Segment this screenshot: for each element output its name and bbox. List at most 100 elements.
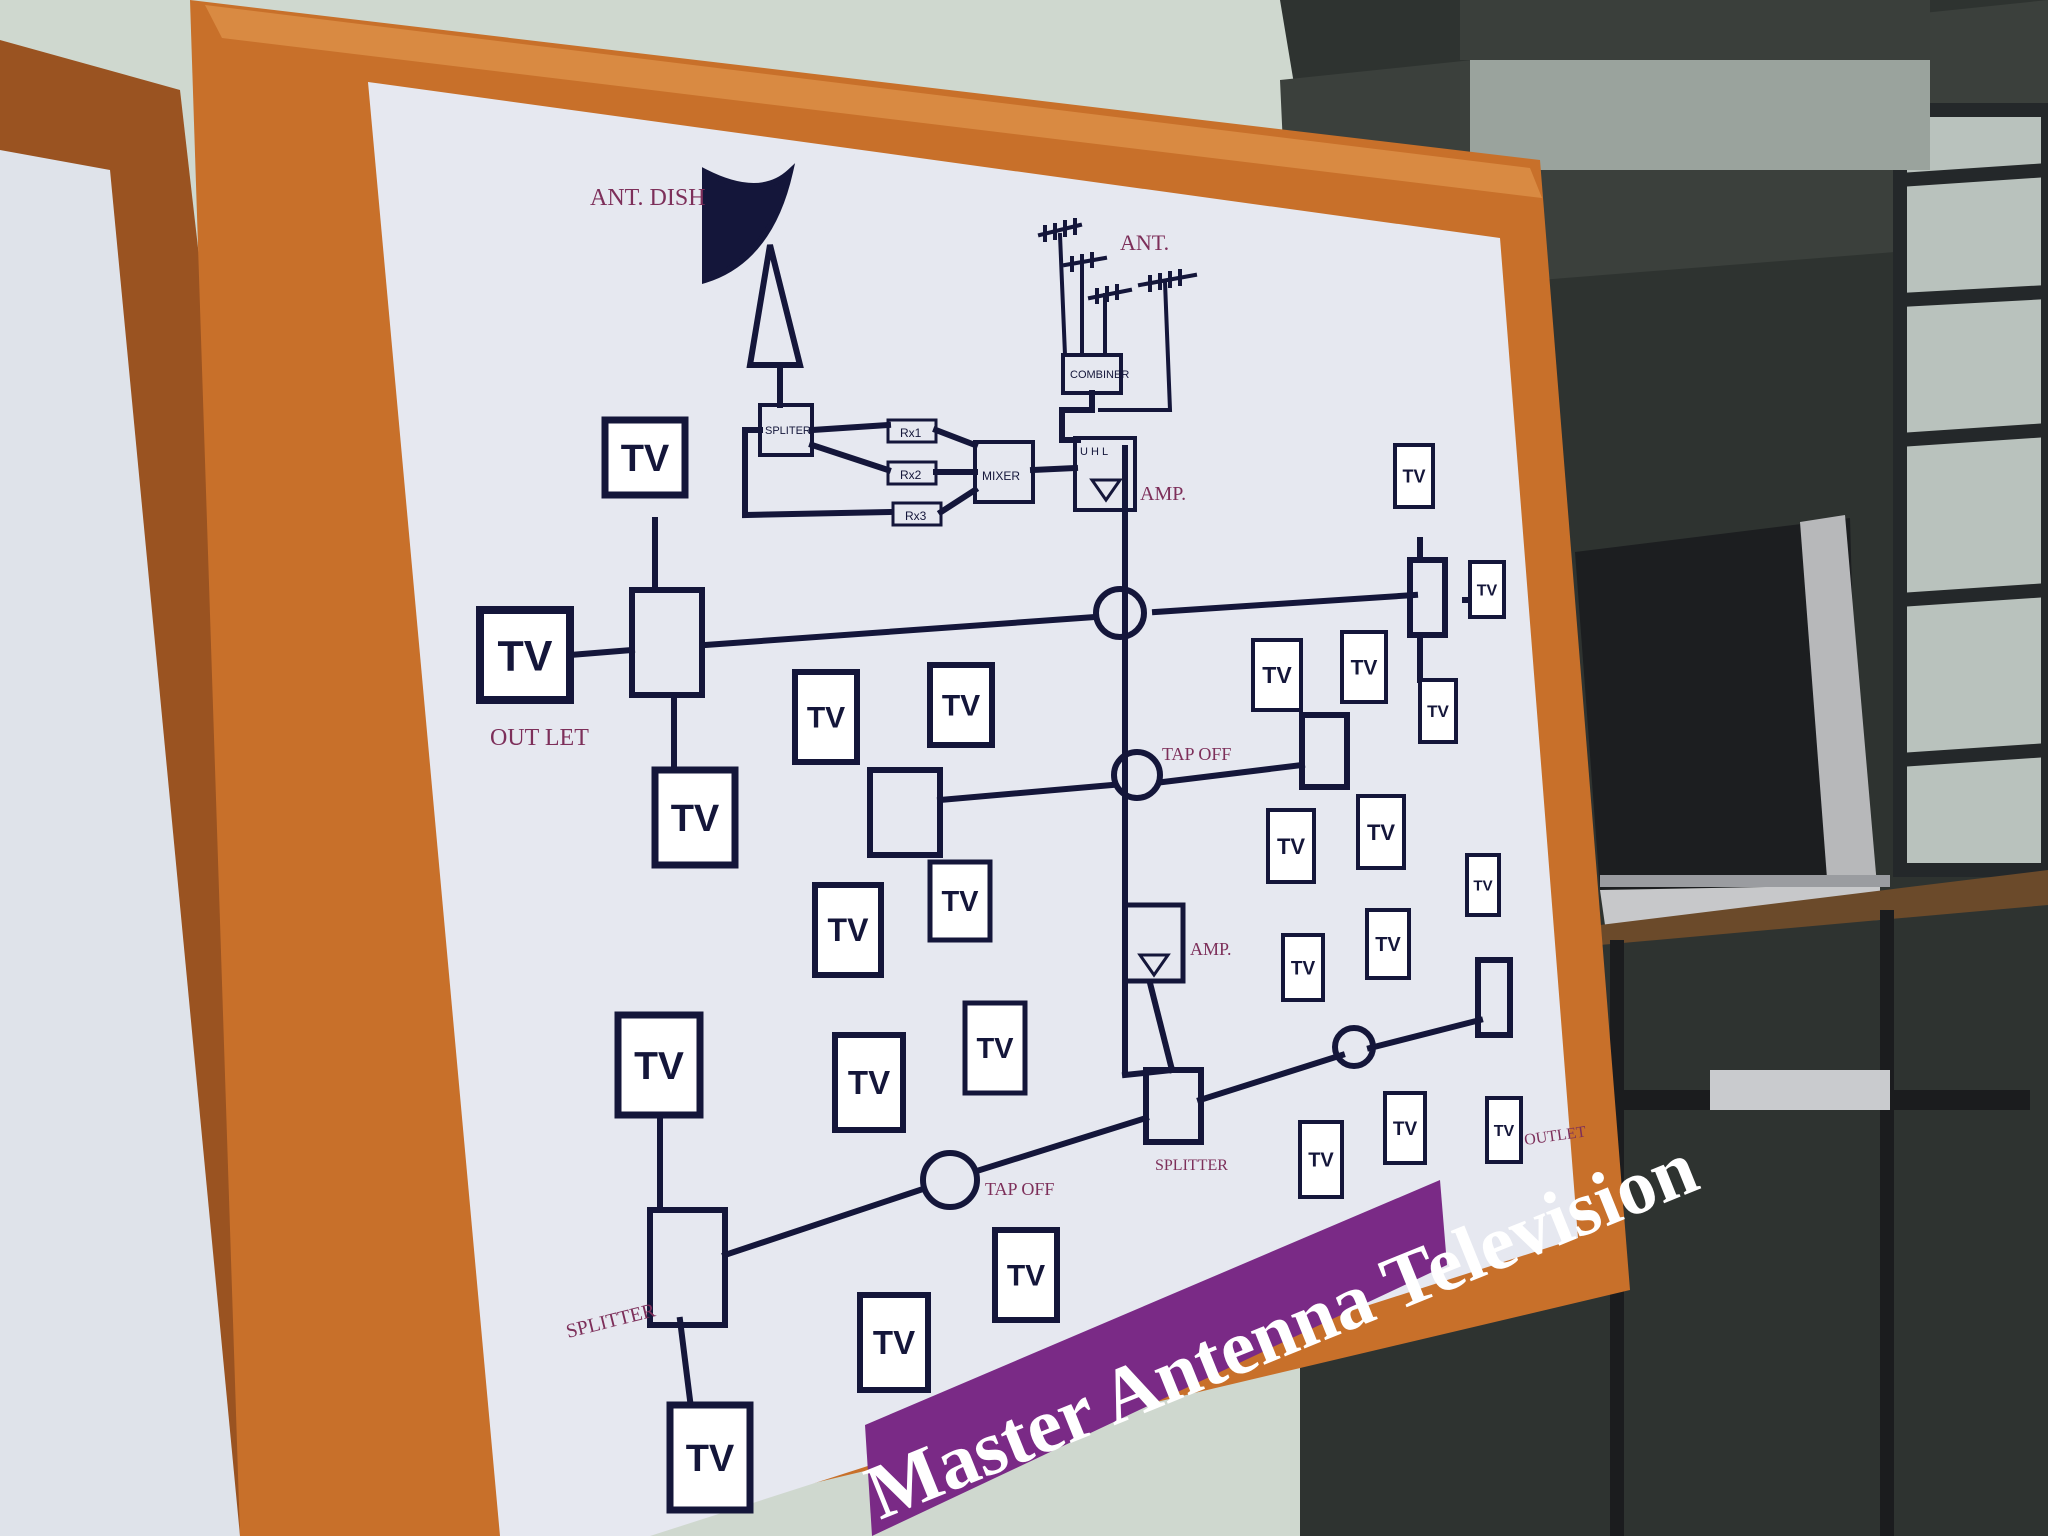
splitter-box xyxy=(1407,557,1448,638)
tv-outlet-label: TV xyxy=(1427,702,1449,721)
antenna-dish xyxy=(702,163,804,408)
tv-outlet-box xyxy=(651,766,739,869)
tv-outlet: TV xyxy=(1340,630,1388,704)
tv-outlet-box xyxy=(1340,630,1388,704)
splitter-center-label: SPLITTER xyxy=(1155,1157,1228,1174)
tv-outlet-label: TV xyxy=(1262,662,1292,688)
rx-to-mixer-lines xyxy=(932,426,980,517)
tv-outlet-box xyxy=(666,1401,754,1514)
tv-outlet-box xyxy=(1365,908,1411,980)
tv-outlet-label: TV xyxy=(1367,820,1395,845)
tv-outlet: TV xyxy=(601,416,689,499)
splitter-box xyxy=(1299,712,1350,790)
dish-mast xyxy=(746,244,804,368)
tv-outlet-box xyxy=(1485,1096,1523,1164)
tv-outlet: TV xyxy=(1298,1120,1344,1199)
ceiling-beam xyxy=(1460,0,1930,60)
ant-dish-label: ANT. DISH xyxy=(590,185,706,211)
tap-off-bottom-label: TAP OFF xyxy=(985,1179,1054,1199)
rx3-label: Rx3 xyxy=(905,509,927,523)
tv-outlet-box xyxy=(962,1000,1028,1096)
tv-outlet-label: TV xyxy=(1402,466,1425,486)
tv-outlet: TV xyxy=(651,766,739,869)
tv-outlet-box xyxy=(1393,443,1435,509)
frame-highlight xyxy=(205,5,1542,198)
tv-outlet-box xyxy=(812,882,884,978)
tv-outlet-label: TV xyxy=(976,1033,1014,1065)
lower-left-drops xyxy=(657,1117,694,1404)
tap-off-top xyxy=(1093,586,1147,640)
tv-outlet: TV xyxy=(1468,560,1506,619)
tv-outlet-box xyxy=(1251,638,1303,712)
background-tv-set xyxy=(1575,515,1890,925)
tv-outlet: TV xyxy=(927,859,993,943)
antenna-icon xyxy=(1037,218,1083,242)
splitter-box xyxy=(647,1207,728,1328)
combiner-label: COMBINER xyxy=(1070,369,1129,381)
tv-outlet: TV xyxy=(1383,1091,1427,1165)
tv-outlet: TV xyxy=(927,662,995,748)
tap-off-mid-label: TAP OFF xyxy=(1162,744,1231,764)
antenna-icon xyxy=(1087,284,1133,304)
antenna-icon xyxy=(1137,269,1198,292)
tv-outlet: TV xyxy=(614,1011,704,1119)
tv-outlet: TV xyxy=(1485,1096,1523,1164)
tv-outlet-box xyxy=(1266,808,1316,884)
tv-outlet-box xyxy=(1356,794,1406,870)
tv-outlet-label: TV xyxy=(828,912,870,948)
amp-top-label: AMP. xyxy=(1140,483,1186,505)
spliter-lines xyxy=(742,421,894,519)
background-table xyxy=(1600,870,2048,1536)
antenna-feed-lines xyxy=(1057,232,1173,412)
upper-window xyxy=(1470,60,1930,170)
tv-outlet-label: TV xyxy=(1277,834,1305,859)
tv-outlet: TV xyxy=(1266,808,1316,884)
tv-outlet-label: TV xyxy=(621,438,670,480)
tv-outlet-box xyxy=(857,1292,931,1393)
tv-outlet-box xyxy=(792,669,860,765)
mixer-to-amp-line xyxy=(1029,464,1079,474)
tv-outlet: TV xyxy=(962,1000,1028,1096)
mixer-label: MIXER xyxy=(982,469,1020,483)
middle-branch-line xyxy=(936,761,1306,804)
tv-outlet: TV xyxy=(857,1292,931,1393)
lower-branch-line xyxy=(721,1016,1484,1259)
tap-off-lower-right xyxy=(1332,1025,1376,1069)
tv-outlet: TV xyxy=(1281,933,1325,1002)
mat-diagram xyxy=(566,163,1513,1404)
tv-outlet-box xyxy=(927,662,995,748)
amp-triangle-icon xyxy=(1089,478,1123,503)
tv-outlet-label: TV xyxy=(848,1064,890,1101)
tv-outlet-box xyxy=(1383,1091,1427,1165)
tv-outlet-label: TV xyxy=(1494,1123,1515,1140)
tv-outlet-label: TV xyxy=(1351,656,1378,679)
outlet-left-label: OUT LET xyxy=(490,725,589,751)
outlet-line-left xyxy=(566,646,636,659)
tv-outlet-box xyxy=(601,416,689,499)
tv-outlet-label: TV xyxy=(1473,877,1492,894)
rx2-label: Rx2 xyxy=(900,468,922,482)
title-banner xyxy=(865,1180,1447,1536)
tv-outlet-box xyxy=(476,606,574,704)
tv-outlets: TV TV TV TV TV TV TV TV TV TV TV TV TV TV TV TV TV TV TV TV… xyxy=(476,416,1523,1514)
tv-outlet: TV xyxy=(992,1227,1060,1323)
amp-to-splitter-line xyxy=(1146,979,1176,1074)
tv-outlet-label: TV xyxy=(634,1045,684,1088)
tv-outlet-box xyxy=(1281,933,1325,1002)
splitter-box xyxy=(1475,957,1513,1038)
tv-outlet-label: TV xyxy=(873,1324,915,1361)
tv-outlet-label: TV xyxy=(1477,582,1498,599)
tv-outlet-box xyxy=(832,1032,906,1133)
amplifier-top xyxy=(1073,436,1137,512)
tv-outlet: TV xyxy=(1393,443,1435,509)
dish-icon xyxy=(702,163,796,285)
uhl-label: U H L xyxy=(1080,446,1108,458)
tv-outlet-label: TV xyxy=(942,690,980,723)
tv-outlet-box xyxy=(614,1011,704,1119)
yagi-antennas xyxy=(1037,218,1198,412)
tv-outlet-box xyxy=(992,1227,1060,1323)
upper-left-drops xyxy=(652,517,677,773)
tv-outlet-label: TV xyxy=(941,886,979,918)
tv-outlet-box xyxy=(1465,853,1501,917)
tv-outlet-label: TV xyxy=(671,798,720,840)
